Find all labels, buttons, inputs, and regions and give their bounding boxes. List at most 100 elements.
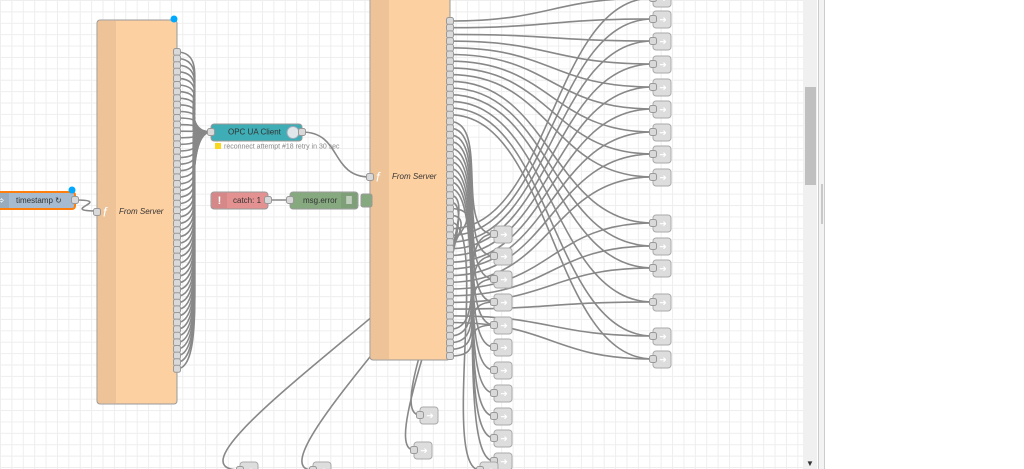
node-port[interactable] xyxy=(173,312,181,320)
node-port[interactable] xyxy=(490,434,498,442)
node-port[interactable] xyxy=(446,191,454,200)
node-port[interactable] xyxy=(446,231,454,240)
node-port[interactable] xyxy=(173,94,181,103)
node-port[interactable] xyxy=(173,173,181,182)
node-port[interactable] xyxy=(490,343,498,351)
node-port[interactable] xyxy=(173,364,181,373)
vertical-scrollbar[interactable]: ▼ xyxy=(803,0,817,469)
node-port[interactable] xyxy=(446,311,454,320)
node-port[interactable] xyxy=(173,48,181,56)
wire[interactable] xyxy=(449,324,495,357)
link-out-node[interactable]: ➜ xyxy=(490,316,513,335)
node-port[interactable] xyxy=(446,151,454,159)
node-port[interactable] xyxy=(173,331,181,340)
node-port[interactable] xyxy=(446,218,454,226)
wire[interactable] xyxy=(449,93,654,269)
wire[interactable] xyxy=(449,33,654,42)
node-port[interactable] xyxy=(446,23,454,32)
wire[interactable] xyxy=(74,199,98,212)
node-port[interactable] xyxy=(446,17,454,25)
wire[interactable] xyxy=(176,131,212,370)
node-port[interactable] xyxy=(490,252,498,260)
link-out-node[interactable]: ➜ xyxy=(649,55,672,74)
node-port[interactable] xyxy=(446,157,454,166)
node-port[interactable] xyxy=(649,0,657,2)
node-port[interactable] xyxy=(446,352,454,360)
node-port[interactable] xyxy=(446,305,454,314)
wire[interactable] xyxy=(449,153,654,277)
link-out-node[interactable]: ➜ xyxy=(649,10,672,29)
node-port[interactable] xyxy=(446,271,454,280)
node-port[interactable] xyxy=(286,196,294,204)
node-port[interactable] xyxy=(173,206,181,215)
wire[interactable] xyxy=(449,114,654,360)
link-out-node[interactable]: ➜ xyxy=(490,338,513,357)
node-port[interactable] xyxy=(446,30,454,39)
wire[interactable] xyxy=(449,18,654,29)
link-out-node[interactable]: ➜ xyxy=(649,350,672,369)
link-out-node[interactable]: ➜ xyxy=(490,270,513,289)
link-out-node[interactable]: ➜ xyxy=(649,259,672,278)
node-port[interactable] xyxy=(71,196,79,204)
node-port[interactable] xyxy=(410,446,418,454)
node-port[interactable] xyxy=(446,204,454,213)
link-out-node[interactable]: ➜ xyxy=(236,461,259,469)
node-port[interactable] xyxy=(490,389,498,397)
link-out-node[interactable]: ➜ xyxy=(490,407,513,426)
node-port[interactable] xyxy=(173,180,181,188)
node-body[interactable] xyxy=(652,0,672,8)
node-port[interactable] xyxy=(173,259,181,268)
node-port[interactable] xyxy=(649,15,657,23)
node-port[interactable] xyxy=(173,61,181,70)
link-out-node[interactable]: ➜ xyxy=(490,225,513,244)
node-port[interactable] xyxy=(173,54,181,63)
node-port[interactable] xyxy=(649,242,657,250)
node-port[interactable] xyxy=(173,298,181,307)
node-port[interactable] xyxy=(173,265,181,274)
wire[interactable] xyxy=(449,60,654,133)
node-port[interactable] xyxy=(446,90,454,99)
node-port[interactable] xyxy=(173,120,181,129)
node-port[interactable] xyxy=(649,105,657,113)
node-port[interactable] xyxy=(173,351,181,360)
node-port[interactable] xyxy=(446,258,454,267)
node-port[interactable] xyxy=(446,63,454,72)
wire[interactable] xyxy=(449,222,654,290)
link-out-node[interactable]: ➜ xyxy=(490,361,513,380)
wire[interactable] xyxy=(449,278,495,344)
inject-node-timestamp[interactable]: ⇨timestamp ↻ xyxy=(0,186,79,210)
node-port[interactable] xyxy=(446,37,454,46)
node-port[interactable] xyxy=(446,84,454,92)
node-port[interactable] xyxy=(446,197,454,206)
wire[interactable] xyxy=(449,245,654,297)
node-port[interactable] xyxy=(207,128,215,136)
debug-toggle-button[interactable] xyxy=(360,193,373,208)
catch-node[interactable]: !catch: 1 xyxy=(210,191,272,210)
node-port[interactable] xyxy=(446,345,454,354)
node-port[interactable] xyxy=(173,153,181,162)
wire[interactable] xyxy=(449,63,654,250)
node-port[interactable] xyxy=(173,318,181,327)
link-out-node[interactable]: ➜ xyxy=(649,78,672,97)
node-port[interactable] xyxy=(446,338,454,347)
node-port[interactable] xyxy=(173,186,181,195)
node-body[interactable] xyxy=(239,461,259,469)
node-port[interactable] xyxy=(649,60,657,68)
node-port[interactable] xyxy=(490,366,498,374)
node-port[interactable] xyxy=(173,252,181,261)
node-port[interactable] xyxy=(173,285,181,294)
wire[interactable] xyxy=(449,80,654,224)
node-port[interactable] xyxy=(490,298,498,306)
node-port[interactable] xyxy=(446,97,454,106)
node-port[interactable] xyxy=(173,114,181,122)
scroll-down-arrow-icon[interactable]: ▼ xyxy=(806,459,814,468)
node-body[interactable] xyxy=(312,461,332,469)
node-port[interactable] xyxy=(649,219,657,227)
node-body[interactable] xyxy=(479,461,499,469)
node-port[interactable] xyxy=(446,318,454,327)
node-port[interactable] xyxy=(264,196,272,204)
node-port[interactable] xyxy=(490,321,498,329)
node-port[interactable] xyxy=(446,238,454,247)
